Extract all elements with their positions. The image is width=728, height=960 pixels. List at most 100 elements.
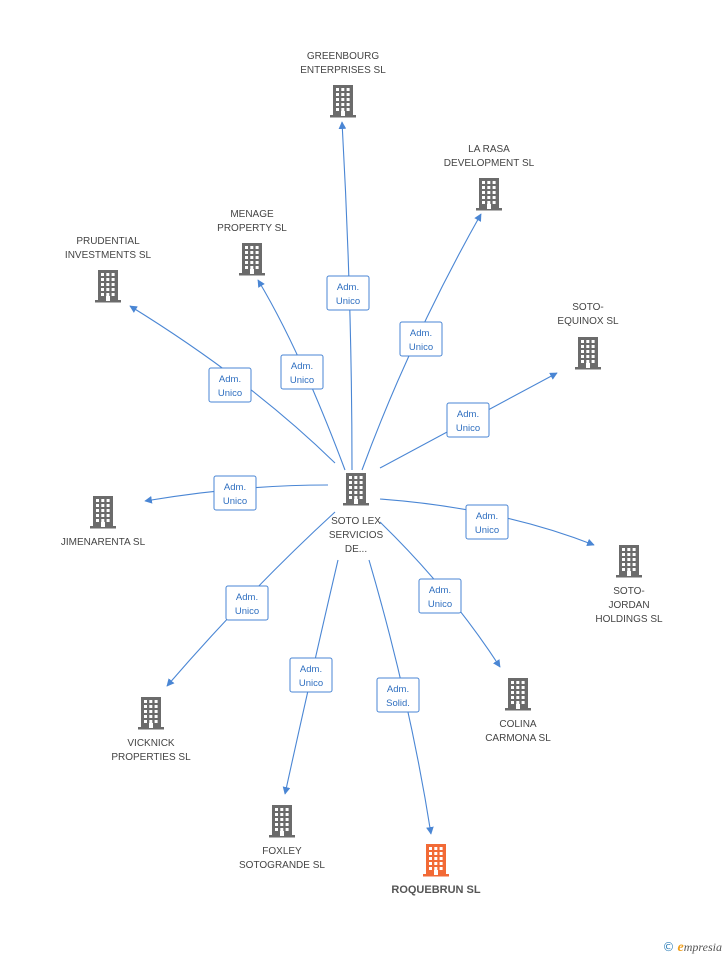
edge-greenbourg[interactable]: Adm. Unico: [326, 121, 370, 471]
edge-label-line: Adm.: [337, 282, 359, 293]
company-node-foxley[interactable]: FOXLEY SOTOGRANDE SL: [239, 805, 325, 871]
building-icon[interactable]: [616, 545, 642, 578]
edge-label-line: Adm.: [236, 592, 258, 603]
company-label-line: INVESTMENTS SL: [65, 250, 152, 261]
edge-label: Adm.Unico: [223, 482, 247, 507]
company-label-line: VICKNICK: [127, 738, 175, 749]
edge-label-box[interactable]: [213, 475, 257, 511]
edge-label-box[interactable]: [465, 504, 509, 540]
company-node-prudential[interactable]: PRUDENTIAL INVESTMENTS SL: [65, 236, 152, 303]
company-label-line: JIMENARENTA SL: [61, 537, 146, 548]
edge-label-box[interactable]: [326, 275, 370, 311]
edge-label-line: Unico: [475, 525, 499, 536]
edge-label-line: Adm.: [291, 361, 313, 372]
company-label: PRUDENTIAL INVESTMENTS SL: [65, 236, 152, 261]
edge-vicknick[interactable]: Adm. Unico: [166, 511, 336, 687]
company-node-larasa[interactable]: LA RASA DEVELOPMENT SL: [444, 144, 535, 211]
edge-label-line: Unico: [235, 606, 259, 617]
building-icon[interactable]: [423, 844, 449, 877]
edge-label-box[interactable]: [418, 578, 462, 614]
company-label: FOXLEY SOTOGRANDE SL: [239, 846, 325, 871]
company-node-sotoequinox[interactable]: SOTO-EQUINOX SL: [557, 302, 619, 370]
edge-label-line: Adm.: [387, 684, 409, 695]
company-label-line: COLINA: [499, 719, 537, 730]
company-label: ROQUEBRUN SL: [391, 884, 481, 896]
edge-sotojordan[interactable]: Adm. Unico: [379, 498, 595, 547]
edge-label-line: Unico: [223, 496, 247, 507]
company-node-menage[interactable]: MENAGE PROPERTY SL: [217, 209, 287, 276]
edge-label-box[interactable]: [399, 321, 443, 357]
center-node-label-line: DE...: [345, 544, 367, 555]
company-label: COLINA CARMONA SL: [485, 719, 551, 744]
edge-label-box[interactable]: [446, 402, 490, 438]
edge-sotoequinox[interactable]: Adm.Unico: [379, 372, 558, 469]
edge-label-box[interactable]: [280, 354, 324, 390]
edge-label-box[interactable]: [225, 585, 269, 621]
edge-roquebrun[interactable]: Adm. Solid.: [368, 559, 434, 835]
copyright-icon: ©: [662, 940, 675, 954]
edge-label-line: Adm.: [300, 664, 322, 675]
edge-label-line: Unico: [456, 423, 480, 434]
company-label-line: CARMONA SL: [485, 733, 551, 744]
building-icon[interactable]: [239, 243, 265, 276]
company-label-line: GREENBOURG: [307, 51, 379, 62]
company-label-line: PRUDENTIAL: [76, 236, 140, 247]
company-label-line: SOTOGRANDE SL: [239, 860, 325, 871]
edge-label: Adm. Unico: [290, 361, 314, 386]
building-icon[interactable]: [90, 496, 116, 529]
company-node-roquebrun[interactable]: ROQUEBRUN SL: [391, 844, 481, 896]
edge-label: Adm. Unico: [218, 374, 242, 399]
company-label-line: PROPERTY SL: [217, 223, 287, 234]
edge-label-box[interactable]: [208, 367, 252, 403]
edge-label-line: Adm.: [219, 374, 241, 385]
company-label-line: MENAGE: [230, 209, 274, 220]
edge-prudential[interactable]: Adm. Unico: [129, 305, 336, 464]
company-node-jimenarenta[interactable]: JIMENARENTA SL: [61, 496, 146, 548]
edge-label-line: Adm.: [476, 511, 498, 522]
edge-label-line: Unico: [299, 678, 323, 689]
edge-label-line: Unico: [409, 342, 433, 353]
company-label: MENAGE PROPERTY SL: [217, 209, 287, 234]
edge-label-box[interactable]: [376, 677, 420, 713]
company-node-colina[interactable]: COLINA CARMONA SL: [485, 678, 551, 744]
company-label-line: JORDAN: [608, 600, 649, 611]
building-icon[interactable]: [330, 85, 356, 118]
edge-label-line: Unico: [336, 296, 360, 307]
building-icon[interactable]: [476, 178, 502, 211]
edge-label-line: Adm.: [429, 585, 451, 596]
edge-label-line: Unico: [290, 375, 314, 386]
edge-colina[interactable]: Adm. Unico: [379, 521, 501, 668]
edge-label-line: Solid.: [386, 698, 410, 709]
edge-label: Adm. Unico: [475, 511, 499, 536]
building-icon[interactable]: [95, 270, 121, 303]
building-icon[interactable]: [269, 805, 295, 838]
company-label-line: DEVELOPMENT SL: [444, 158, 535, 169]
company-label: LA RASA DEVELOPMENT SL: [444, 144, 535, 169]
edge-label: Adm. Unico: [235, 592, 259, 617]
company-label-line: LA RASA: [468, 144, 510, 155]
edge-larasa[interactable]: Adm.Unico: [361, 213, 482, 471]
edge-label-box[interactable]: [289, 657, 333, 693]
building-icon[interactable]: [575, 337, 601, 370]
edge-label: Adm.Unico: [409, 328, 433, 353]
edge-label: Adm. Unico: [336, 282, 360, 307]
center-node-label-line: SERVICIOS: [329, 530, 384, 541]
edge-label-line: Unico: [218, 388, 242, 399]
edge-foxley[interactable]: Adm. Unico: [282, 559, 339, 795]
edge-label: Adm. Unico: [299, 664, 323, 689]
company-label-line: HOLDINGS SL: [595, 614, 663, 625]
edge-menage[interactable]: Adm. Unico: [257, 279, 346, 471]
edge-jimenarenta[interactable]: Adm.Unico: [144, 475, 329, 511]
building-icon[interactable]: [138, 697, 164, 730]
building-icon[interactable]: [343, 473, 369, 506]
building-icon[interactable]: [505, 678, 531, 711]
company-label-line: FOXLEY: [262, 846, 302, 857]
company-label-line: SOTO-: [572, 302, 603, 313]
